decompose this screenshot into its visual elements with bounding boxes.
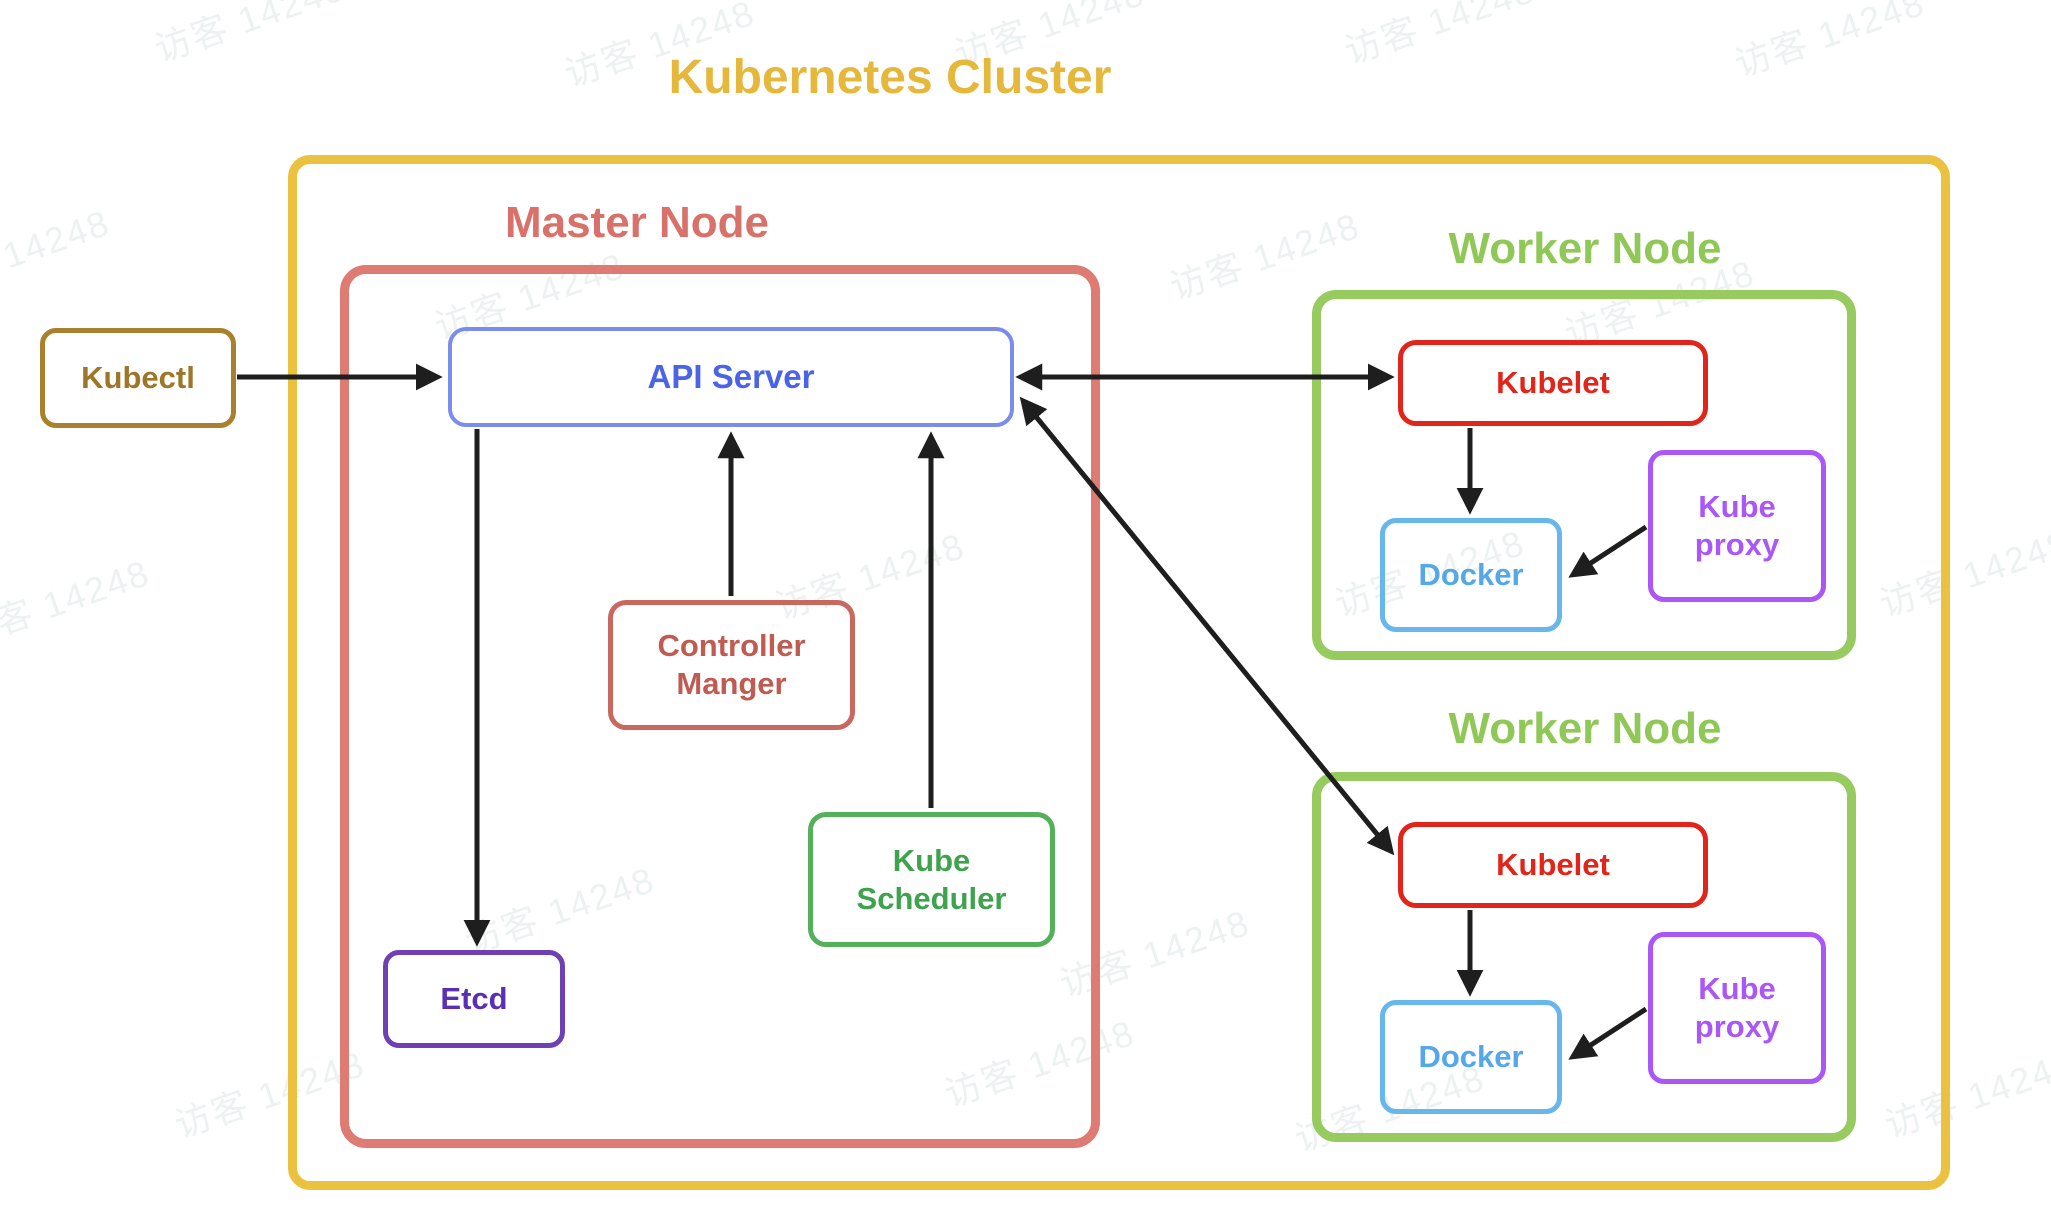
worker-1-docker-label: Docker: [1418, 557, 1524, 592]
watermark-text: 访客 14248: [0, 551, 156, 655]
etcd-node: Etcd: [383, 950, 565, 1048]
worker-node-2-box: [1312, 772, 1856, 1142]
worker-1-kube-proxy-label-line1: Kube: [1698, 489, 1776, 525]
kubectl-node: Kubectl: [40, 328, 236, 428]
worker-1-kubelet-label: Kubelet: [1496, 365, 1610, 400]
worker-1-kube-proxy-node: Kube proxy: [1648, 450, 1826, 602]
worker-1-kube-proxy-label-line2: proxy: [1694, 527, 1780, 562]
worker-2-docker-node: Docker: [1380, 1000, 1562, 1114]
worker-1-kubelet-node: Kubelet: [1398, 340, 1708, 426]
worker-2-kubelet-node: Kubelet: [1398, 822, 1708, 908]
worker-2-kube-proxy-label-line1: Kube: [1698, 971, 1776, 1007]
kube-scheduler-node: Kube Scheduler: [808, 812, 1055, 947]
controller-manager-label-line1: Controller: [657, 628, 806, 664]
kubectl-label: Kubectl: [81, 360, 195, 395]
watermark-text: 访客 14248: [1339, 0, 1541, 72]
watermark-text: 访客 14248: [0, 201, 116, 305]
controller-manager-label-line2: Manger: [676, 666, 787, 701]
worker-2-docker-label: Docker: [1418, 1039, 1524, 1074]
etcd-label: Etcd: [440, 981, 508, 1016]
cluster-boundary-box: [288, 155, 1950, 1190]
api-server-node: API Server: [448, 327, 1014, 427]
watermark-text: 访客 14248: [149, 0, 351, 70]
worker-node-1-label: Worker Node: [1448, 224, 1722, 273]
worker-2-kube-proxy-node: Kube proxy: [1648, 932, 1826, 1084]
controller-manager-node: Controller Manger: [608, 600, 855, 730]
kube-scheduler-label-line2: Scheduler: [856, 880, 1007, 916]
api-server-label: API Server: [647, 358, 815, 395]
worker-2-kubelet-label: Kubelet: [1496, 847, 1610, 882]
diagram-title: Kubernetes Cluster: [668, 51, 1112, 104]
watermark-text: 访客 14248: [1729, 0, 1931, 85]
master-node-label: Master Node: [504, 198, 770, 247]
worker-2-kube-proxy-label-line2: proxy: [1694, 1009, 1780, 1044]
kube-scheduler-label-line1: Kube: [892, 842, 971, 878]
worker-1-docker-node: Docker: [1380, 518, 1562, 632]
worker-node-2-label: Worker Node: [1448, 704, 1722, 753]
